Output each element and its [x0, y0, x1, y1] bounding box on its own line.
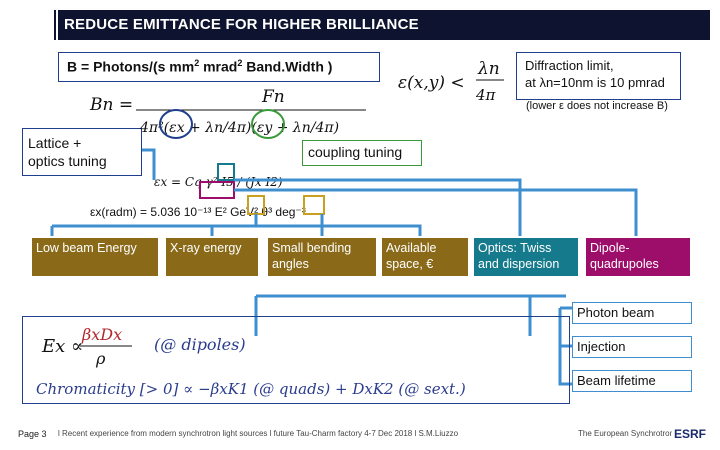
brilliance-definition-mid: mrad [199, 58, 238, 75]
svg-text:λn: λn [477, 59, 500, 79]
diffraction-note: (lower ε does not increase B) [526, 100, 668, 112]
connector-lines [50, 148, 638, 386]
formula-box [22, 316, 570, 404]
brilliance-definition-prefix: B = Photons/(s mm [67, 58, 195, 75]
side-label-injection: Injection [572, 336, 692, 358]
factor-x-ray-energy: X-ray energy [166, 238, 258, 276]
lattice-tuning-box: Lattice + optics tuning [22, 128, 142, 176]
brilliance-sup-1: 2 [194, 58, 200, 68]
svg-text:Bn =: Bn = [89, 95, 133, 115]
diffraction-limit-box: Diffraction limit, at λn=10nm is 10 pmra… [516, 52, 681, 100]
svg-text:ρ: ρ [95, 349, 106, 368]
chromaticity-formula: Chromaticity [> 0] ∝ −βxK1 (@ quads) + D… [36, 380, 466, 398]
side-label-beam-lifetime: Beam lifetime [572, 370, 692, 392]
svg-text:εx(radm) = 5.036 10⁻¹³ E² GeV²: εx(radm) = 5.036 10⁻¹³ E² GeV² θ³ deg⁻³ [90, 205, 306, 219]
esrf-logo-icon: ESRF [672, 422, 708, 444]
slide-title: REDUCE EMITTANCE FOR HIGHER BRILLIANCE [58, 10, 710, 40]
emittance-dipoles-text: (@ dipoles) [154, 335, 246, 354]
diffraction-line-2: at λn=10nm is 10 pmrad [525, 75, 665, 90]
brilliance-sup-2: 2 [237, 58, 243, 68]
coupling-tuning-box: coupling tuning [302, 140, 422, 166]
brilliance-definition-suffix: Band.Width ) [242, 58, 333, 75]
svg-text:Fn: Fn [261, 87, 285, 107]
svg-text:4π: 4π [475, 86, 497, 104]
svg-text:βxDx: βxDx [81, 325, 122, 344]
svg-text:Ex ∝: Ex ∝ [41, 336, 83, 357]
footer-page-number: Page 3 [18, 429, 47, 439]
factor-optics-twiss-dispersion: Optics: Twiss and dispersion [474, 238, 578, 276]
emittance-scaling-formula: εx = Cq γ² I5 / (Jx I2) εx(radm) = 5.036… [90, 163, 325, 219]
lattice-line-2: optics tuning [28, 153, 107, 169]
factor-low-beam-energy: Low beam Energy [32, 238, 158, 276]
diffraction-line-1: Diffraction limit, [525, 58, 614, 73]
factor-available-space: Available space, € [382, 238, 468, 276]
lattice-line-1: Lattice + [28, 135, 82, 151]
footer-org-name: The European Synchrotron [578, 429, 675, 438]
diffraction-inequality: ε(x,y) < λn 4π [398, 59, 504, 104]
chromaticity-text: Chromaticity [> 0] ∝ −βxK1 (@ quads) + D… [36, 380, 466, 398]
brilliance-definition-box: B = Photons/(s mm2 mrad2 Band.Width ) [58, 52, 380, 82]
svg-text:ε(x,y) <: ε(x,y) < [398, 73, 465, 93]
title-edge-bar [54, 10, 56, 40]
svg-text:ESRF: ESRF [674, 427, 706, 441]
brilliance-formula: Bn = Fn 4π²(εx + λn/4π)(εy + λn/4π) [89, 87, 366, 139]
factor-small-bending-angles: Small bending angles [268, 238, 376, 276]
emittance-dipole-formula: Ex ∝ βxDx ρ (@ dipoles) [41, 325, 246, 368]
svg-text:4π²(εx + λn/4π)(εy + λn/4π): 4π²(εx + λn/4π)(εy + λn/4π) [139, 120, 339, 136]
side-label-photon-beam: Photon beam [572, 302, 692, 324]
factor-dipole-quadrupoles: Dipole-quadrupoles [586, 238, 690, 276]
footer-text: l Recent experience from modern synchrot… [58, 429, 459, 438]
